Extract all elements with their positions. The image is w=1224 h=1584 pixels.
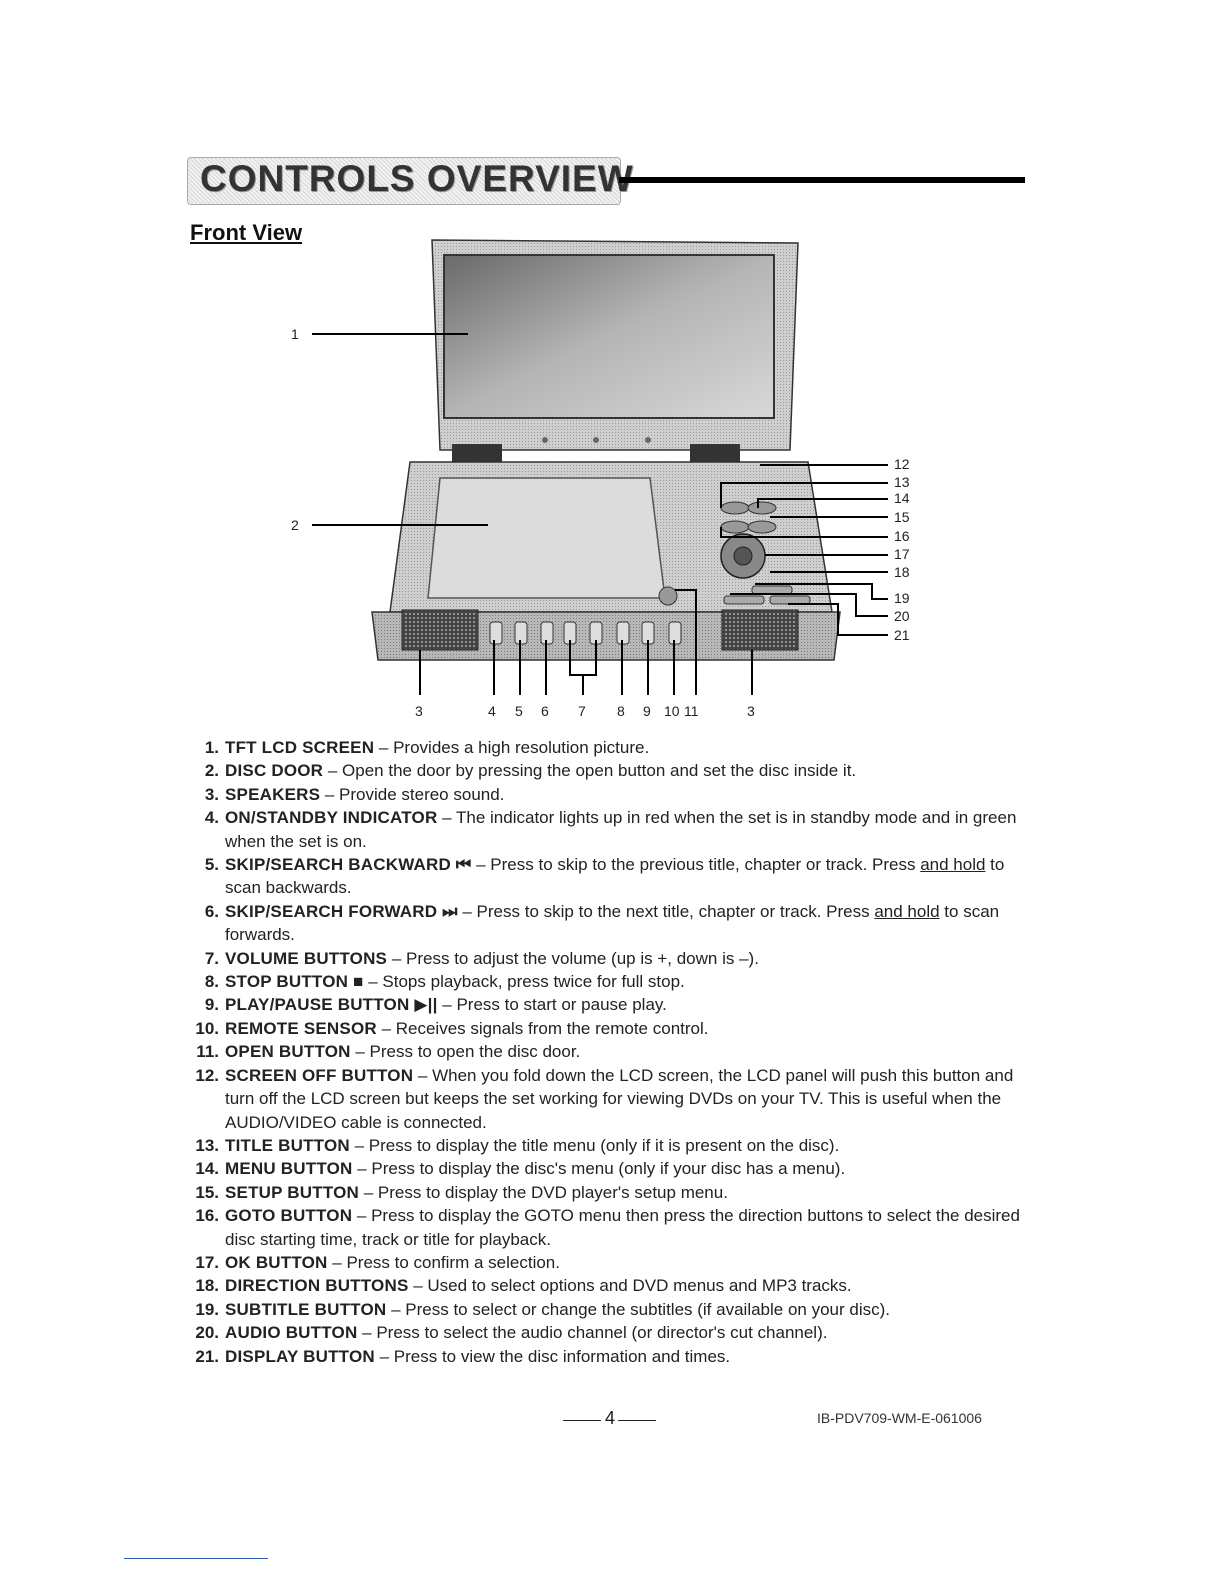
list-item: 14.MENU BUTTON – Press to display the di… <box>195 1159 846 1179</box>
right-speaker <box>721 609 799 651</box>
callout-right: 14 <box>894 490 910 506</box>
list-item: 9.PLAY/PAUSE BUTTON ▶|| – Press to start… <box>204 995 667 1015</box>
callout-right: 21 <box>894 627 910 643</box>
list-item: 16.GOTO BUTTON – Press to display the GO… <box>195 1206 1020 1249</box>
callout-bottom: 11 <box>684 703 699 719</box>
callout-right: 19 <box>894 590 910 606</box>
section-title: Front View <box>190 220 303 245</box>
callout-bottom: 10 <box>664 703 680 719</box>
list-item: 20.AUDIO BUTTON – Press to select the au… <box>195 1323 828 1343</box>
list-item: 18.DIRECTION BUTTONS – Used to select op… <box>195 1276 852 1296</box>
list-item: 1.TFT LCD SCREEN – Provides a high resol… <box>204 738 650 757</box>
list-item: 15.SETUP BUTTON – Press to display the D… <box>195 1182 728 1202</box>
page-title: CONTROLS OVERVIEW <box>200 158 634 199</box>
callout-left: 2 <box>291 517 299 533</box>
document-code: IB-PDV709-WM-E-061006 <box>817 1410 982 1426</box>
controls-list: 1.TFT LCD SCREEN – Provides a high resol… <box>187 736 1027 1368</box>
open-button-shape <box>658 586 678 606</box>
callout-left: 1 <box>291 326 299 342</box>
disc-door <box>427 477 666 599</box>
list-item: 7.VOLUME BUTTONS – Press to adjust the v… <box>204 948 759 968</box>
callout-bottom: 3 <box>747 703 755 719</box>
header-rule <box>619 177 1025 183</box>
callout-right: 20 <box>894 608 910 624</box>
list-item: 6.SKIP/SEARCH FORWARD ⏭ – Press to skip … <box>204 901 1000 945</box>
list-item: 17.OK BUTTON – Press to confirm a select… <box>195 1252 560 1272</box>
list-item: 10.REMOTE SENSOR – Receives signals from… <box>195 1018 709 1038</box>
player-base <box>371 461 841 661</box>
callout-bottom: 5 <box>515 703 523 719</box>
callout-right: 18 <box>894 564 910 580</box>
callout-bottom: 8 <box>617 703 625 719</box>
callout-bottom: 6 <box>541 703 549 719</box>
callout-bottom: 4 <box>488 703 496 719</box>
list-item: 13.TITLE BUTTON – Press to display the t… <box>195 1135 840 1155</box>
bottom-rule <box>124 1558 268 1559</box>
callout-right: 12 <box>894 456 910 472</box>
list-item: 8.STOP BUTTON ■ – Stops playback, press … <box>204 972 685 992</box>
callout-right: 17 <box>894 546 910 562</box>
list-item: 4.ON/STANDBY INDICATOR – The indicator l… <box>204 808 1017 851</box>
list-item: 19.SUBTITLE BUTTON – Press to select or … <box>195 1299 891 1319</box>
callout-lines <box>312 333 888 695</box>
callout-numbers: 1 2 3 4 5 6 7 8 9 10 11 3 12 13 14 15 16… <box>291 326 910 719</box>
callout-right: 16 <box>894 528 910 544</box>
list-item: 21.DISPLAY BUTTON – Press to view the di… <box>195 1346 731 1366</box>
list-item: 2.DISC DOOR – Open the door by pressing … <box>204 761 857 781</box>
callout-bottom: 9 <box>643 703 651 719</box>
list-item: 3.SPEAKERS – Provide stereo sound. <box>204 784 505 804</box>
header-banner <box>187 157 621 205</box>
lcd-screen <box>443 254 775 419</box>
callout-bottom: 7 <box>578 703 586 719</box>
callout-right: 15 <box>894 509 910 525</box>
player-lid <box>431 239 799 466</box>
left-speaker <box>401 609 479 651</box>
page-number: 4 <box>604 1408 615 1428</box>
footer-rule-left <box>563 1420 601 1421</box>
callout-bottom: 3 <box>415 703 423 719</box>
list-item: 5.SKIP/SEARCH BACKWARD ⏮ – Press to skip… <box>204 855 1005 898</box>
footer-rule-right <box>618 1420 656 1421</box>
dvd-player-diagram: 1 2 3 4 5 6 7 8 9 10 11 3 12 13 14 15 16… <box>291 239 910 719</box>
callout-right: 13 <box>894 474 910 490</box>
list-item: 11.OPEN BUTTON – Press to open the disc … <box>196 1042 581 1062</box>
list-item: 12.SCREEN OFF BUTTON – When you fold dow… <box>195 1065 1014 1132</box>
